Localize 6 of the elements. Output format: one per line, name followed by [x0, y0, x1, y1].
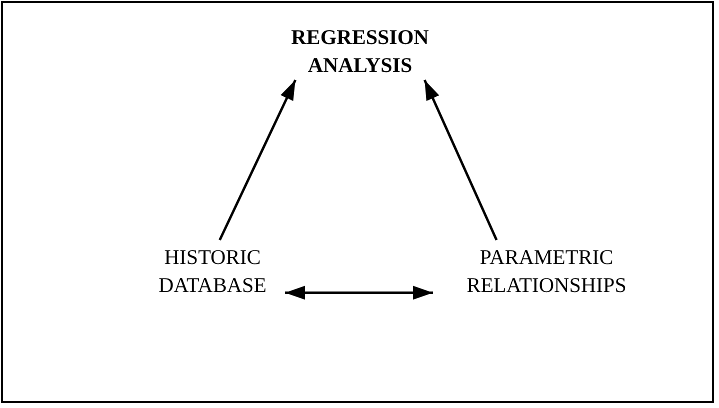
arrow — [218, 79, 297, 241]
arrow — [423, 79, 498, 241]
arrow — [285, 286, 433, 300]
node-label: REGRESSION ANALYSIS — [275, 22, 445, 80]
node-label: HISTORIC DATABASE — [140, 240, 285, 302]
node-label: PARAMETRIC RELATIONSHIPS — [433, 240, 660, 302]
